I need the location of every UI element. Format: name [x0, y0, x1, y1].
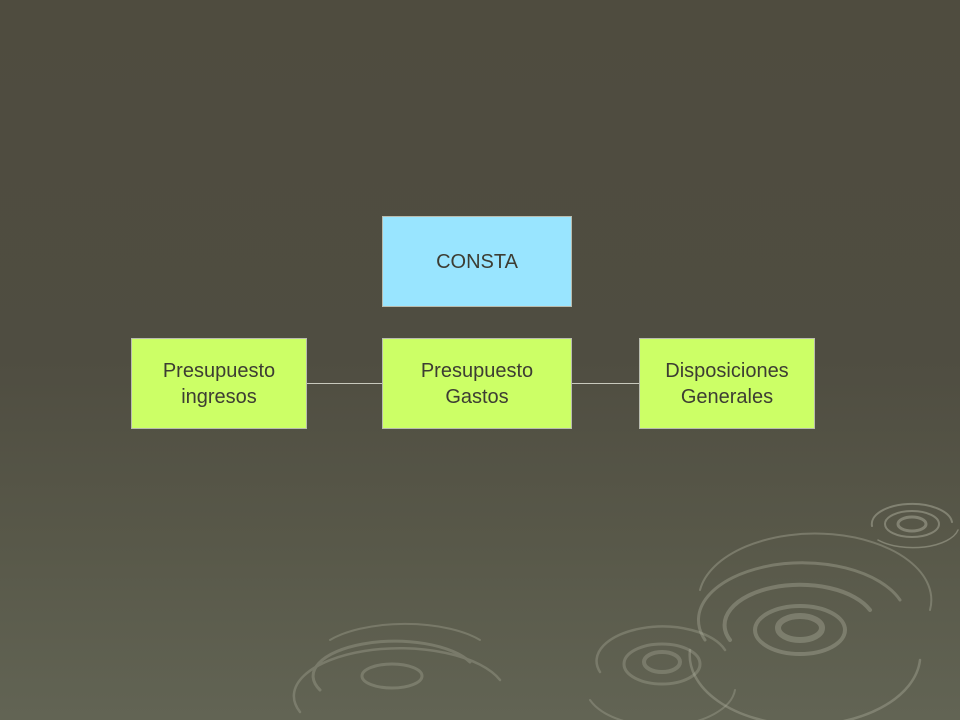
box-presupuesto-ingresos-label: Presupuesto ingresos — [162, 359, 276, 408]
box-disposiciones-generales-label: Disposiciones Generales — [665, 359, 789, 408]
box-presupuesto-ingresos: Presupuesto ingresos — [131, 338, 307, 429]
box-disposiciones-generales: Disposiciones Generales — [639, 338, 815, 429]
box-presupuesto-gastos: Presupuesto Gastos — [382, 338, 572, 429]
connector-line-left — [306, 383, 383, 384]
box-consta: CONSTA — [382, 216, 572, 307]
box-consta-label: CONSTA — [436, 250, 518, 273]
connector-line-right — [571, 383, 640, 384]
box-presupuesto-gastos-label: Presupuesto Gastos — [420, 359, 534, 408]
